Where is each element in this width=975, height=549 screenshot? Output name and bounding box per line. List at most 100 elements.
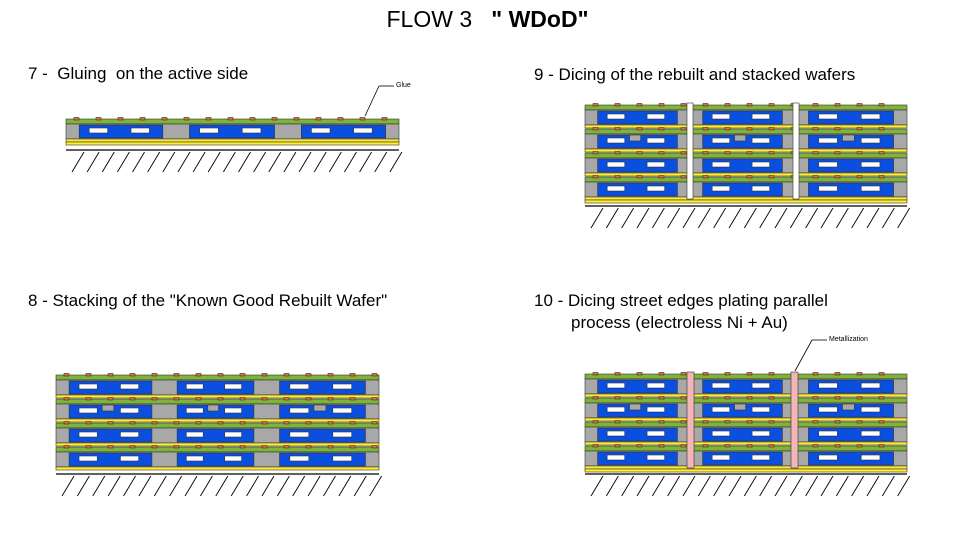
glue-layer: [584, 196, 908, 201]
pad: [751, 161, 770, 168]
bump: [702, 444, 709, 448]
glue-leader: [364, 85, 380, 117]
bump: [724, 151, 731, 155]
pad: [78, 407, 98, 414]
bump: [636, 127, 643, 131]
bump: [658, 372, 665, 376]
bump: [878, 103, 885, 107]
pad: [751, 137, 770, 144]
pad: [646, 430, 665, 437]
bump: [658, 444, 665, 448]
bump: [702, 103, 709, 107]
substrate-hatch: [682, 207, 696, 229]
substrate-hatch: [132, 151, 145, 173]
bump: [227, 117, 234, 121]
bump: [173, 397, 180, 401]
substrate-hatch: [820, 207, 834, 229]
bump: [239, 445, 246, 449]
via: [629, 134, 641, 142]
bump: [724, 103, 731, 107]
substrate-hatch: [651, 475, 665, 497]
bump: [283, 373, 290, 377]
metallization-street: [686, 371, 695, 469]
bump: [85, 421, 92, 425]
step-7-label: 7 - Gluing on the active side: [28, 64, 249, 83]
substrate-hatch: [76, 475, 90, 497]
bump: [812, 396, 819, 400]
pad: [860, 137, 881, 144]
substrate-hatch: [881, 207, 895, 229]
bump: [856, 372, 863, 376]
bump: [812, 151, 819, 155]
bump: [592, 151, 599, 155]
bump: [636, 151, 643, 155]
substrate-hatch: [697, 475, 711, 497]
substrate-hatch: [253, 151, 267, 173]
step-8-label: 8 - Stacking of the "Known Good Rebuilt …: [28, 291, 388, 310]
step-9-label: 9 - Dicing of the rebuilt and stacked wa…: [534, 65, 856, 84]
metallization-leader: [794, 339, 813, 372]
bump: [195, 373, 202, 377]
bump: [834, 103, 841, 107]
pad: [120, 383, 139, 390]
bump: [305, 421, 312, 425]
bump: [878, 420, 885, 424]
substrate-hatch: [897, 207, 911, 229]
bump: [293, 117, 300, 121]
bump: [173, 445, 180, 449]
pad: [606, 406, 626, 413]
bump: [856, 444, 863, 448]
substrate-hatch: [605, 475, 619, 497]
bump: [151, 445, 158, 449]
substrate-hatch: [621, 475, 635, 497]
bump: [636, 372, 643, 376]
bump: [768, 396, 775, 400]
bump: [878, 175, 885, 179]
bump: [768, 151, 775, 155]
bump: [812, 372, 819, 376]
bump: [614, 151, 621, 155]
pad: [289, 431, 310, 438]
substrate-hatch: [61, 475, 75, 497]
dicing-street: [686, 102, 694, 200]
bump: [592, 396, 599, 400]
bump: [239, 373, 246, 377]
bump: [195, 445, 202, 449]
bump: [63, 445, 70, 449]
glue-callout-label: Glue: [396, 82, 411, 89]
substrate-hatch: [153, 475, 167, 497]
substrate-hatch: [71, 151, 85, 173]
pad: [818, 454, 838, 461]
substrate-hatch: [298, 151, 312, 173]
bump: [217, 373, 224, 377]
pad: [818, 185, 838, 192]
bump: [746, 444, 753, 448]
bump: [349, 373, 356, 377]
substrate-hatch: [276, 475, 290, 497]
bump: [305, 397, 312, 401]
bump: [107, 397, 114, 401]
step-10-stack: [584, 339, 911, 497]
bump: [724, 127, 731, 131]
pad: [751, 406, 770, 413]
bump: [349, 421, 356, 425]
pad: [818, 137, 838, 144]
bump: [702, 175, 709, 179]
bump: [129, 445, 136, 449]
substrate-hatch: [138, 475, 152, 497]
substrate-hatch: [389, 151, 403, 173]
substrate-hatch: [866, 475, 880, 497]
bump: [636, 175, 643, 179]
bump: [636, 396, 643, 400]
substrate-hatch: [743, 207, 757, 229]
pad: [332, 455, 352, 462]
substrate-hatch: [820, 475, 834, 497]
bump: [327, 373, 334, 377]
bump: [249, 117, 256, 121]
bump: [151, 421, 158, 425]
pad: [860, 113, 881, 120]
substrate-hatch: [774, 475, 788, 497]
bump: [812, 444, 819, 448]
pad: [120, 431, 139, 438]
bump: [371, 421, 378, 425]
